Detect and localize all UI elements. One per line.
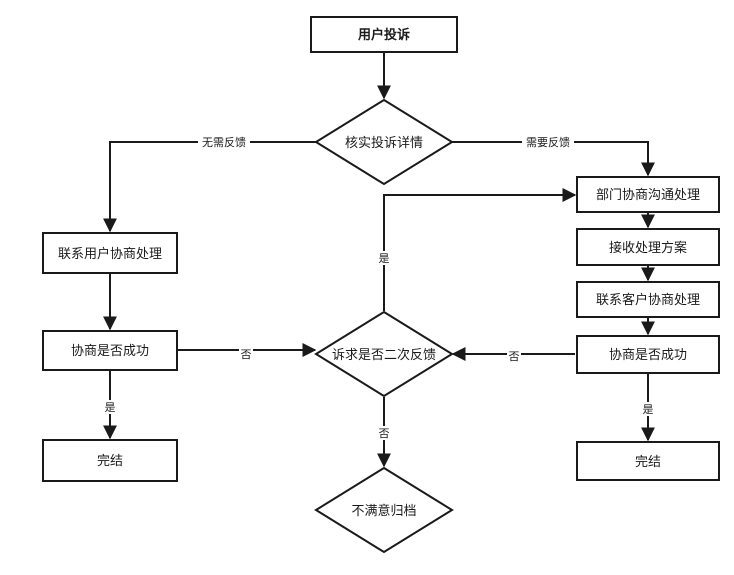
node-contact-customer: 联系客户协商处理 [576, 281, 720, 318]
svg-text:核实投诉详情: 核实投诉详情 [345, 135, 423, 151]
svg-text:是: 是 [643, 403, 654, 416]
edge-label-no-down: 否 [377, 426, 391, 440]
svg-text:联系用户协商处理: 联系用户协商处理 [58, 246, 162, 262]
edge-label-yes-right: 是 [641, 402, 655, 416]
edge-label-no-feedback: 无需反馈 [198, 135, 250, 149]
svg-text:联系客户协商处理: 联系客户协商处理 [596, 292, 700, 308]
node-done-left: 完结 [42, 439, 178, 482]
edge-label-need-feedback: 需要反馈 [522, 135, 574, 149]
node-negotiate-left: 协商是否成功 [42, 330, 178, 371]
node-receive-plan: 接收处理方案 [576, 228, 720, 266]
svg-text:否: 否 [379, 427, 390, 440]
svg-text:协商是否成功: 协商是否成功 [71, 344, 149, 359]
svg-text:否: 否 [509, 350, 520, 363]
edge-verify-to-dept-negotiate [452, 141, 655, 177]
edge-label-no-left: 否 [239, 347, 253, 361]
edge-label-no-right: 否 [507, 349, 521, 363]
edge-verify-to-contact-user [103, 141, 316, 233]
svg-text:否: 否 [241, 348, 252, 361]
svg-text:用户投诉: 用户投诉 [357, 27, 410, 43]
node-negotiate-right: 协商是否成功 [576, 335, 720, 374]
svg-text:完结: 完结 [635, 455, 661, 470]
edge-label-yes-up: 是 [377, 251, 391, 265]
svg-text:部门协商沟通处理: 部门协商沟通处理 [596, 188, 700, 203]
node-dissatisfied-archive: 不满意归档 [314, 466, 454, 554]
node-start: 用户投诉 [310, 16, 458, 53]
node-done-right: 完结 [576, 441, 720, 481]
svg-text:是: 是 [379, 252, 390, 265]
svg-text:是: 是 [105, 401, 116, 414]
node-contact-user: 联系用户协商处理 [42, 232, 178, 274]
svg-text:完结: 完结 [97, 454, 123, 469]
svg-text:接收处理方案: 接收处理方案 [609, 240, 687, 256]
edge-second-feedback-to-dept-negotiate [383, 188, 577, 311]
svg-text:协商是否成功: 协商是否成功 [609, 348, 687, 363]
svg-text:需要反馈: 需要反馈 [526, 136, 570, 149]
node-second-feedback-decision: 诉求是否二次反馈 [314, 310, 454, 398]
svg-text:不满意归档: 不满意归档 [351, 503, 416, 519]
node-verify-decision: 核实投诉详情 [314, 98, 454, 186]
edge-label-yes-left: 是 [103, 400, 117, 414]
svg-text:诉求是否二次反馈: 诉求是否二次反馈 [332, 347, 436, 363]
node-dept-negotiate: 部门协商沟通处理 [576, 176, 720, 213]
svg-text:无需反馈: 无需反馈 [202, 136, 246, 149]
